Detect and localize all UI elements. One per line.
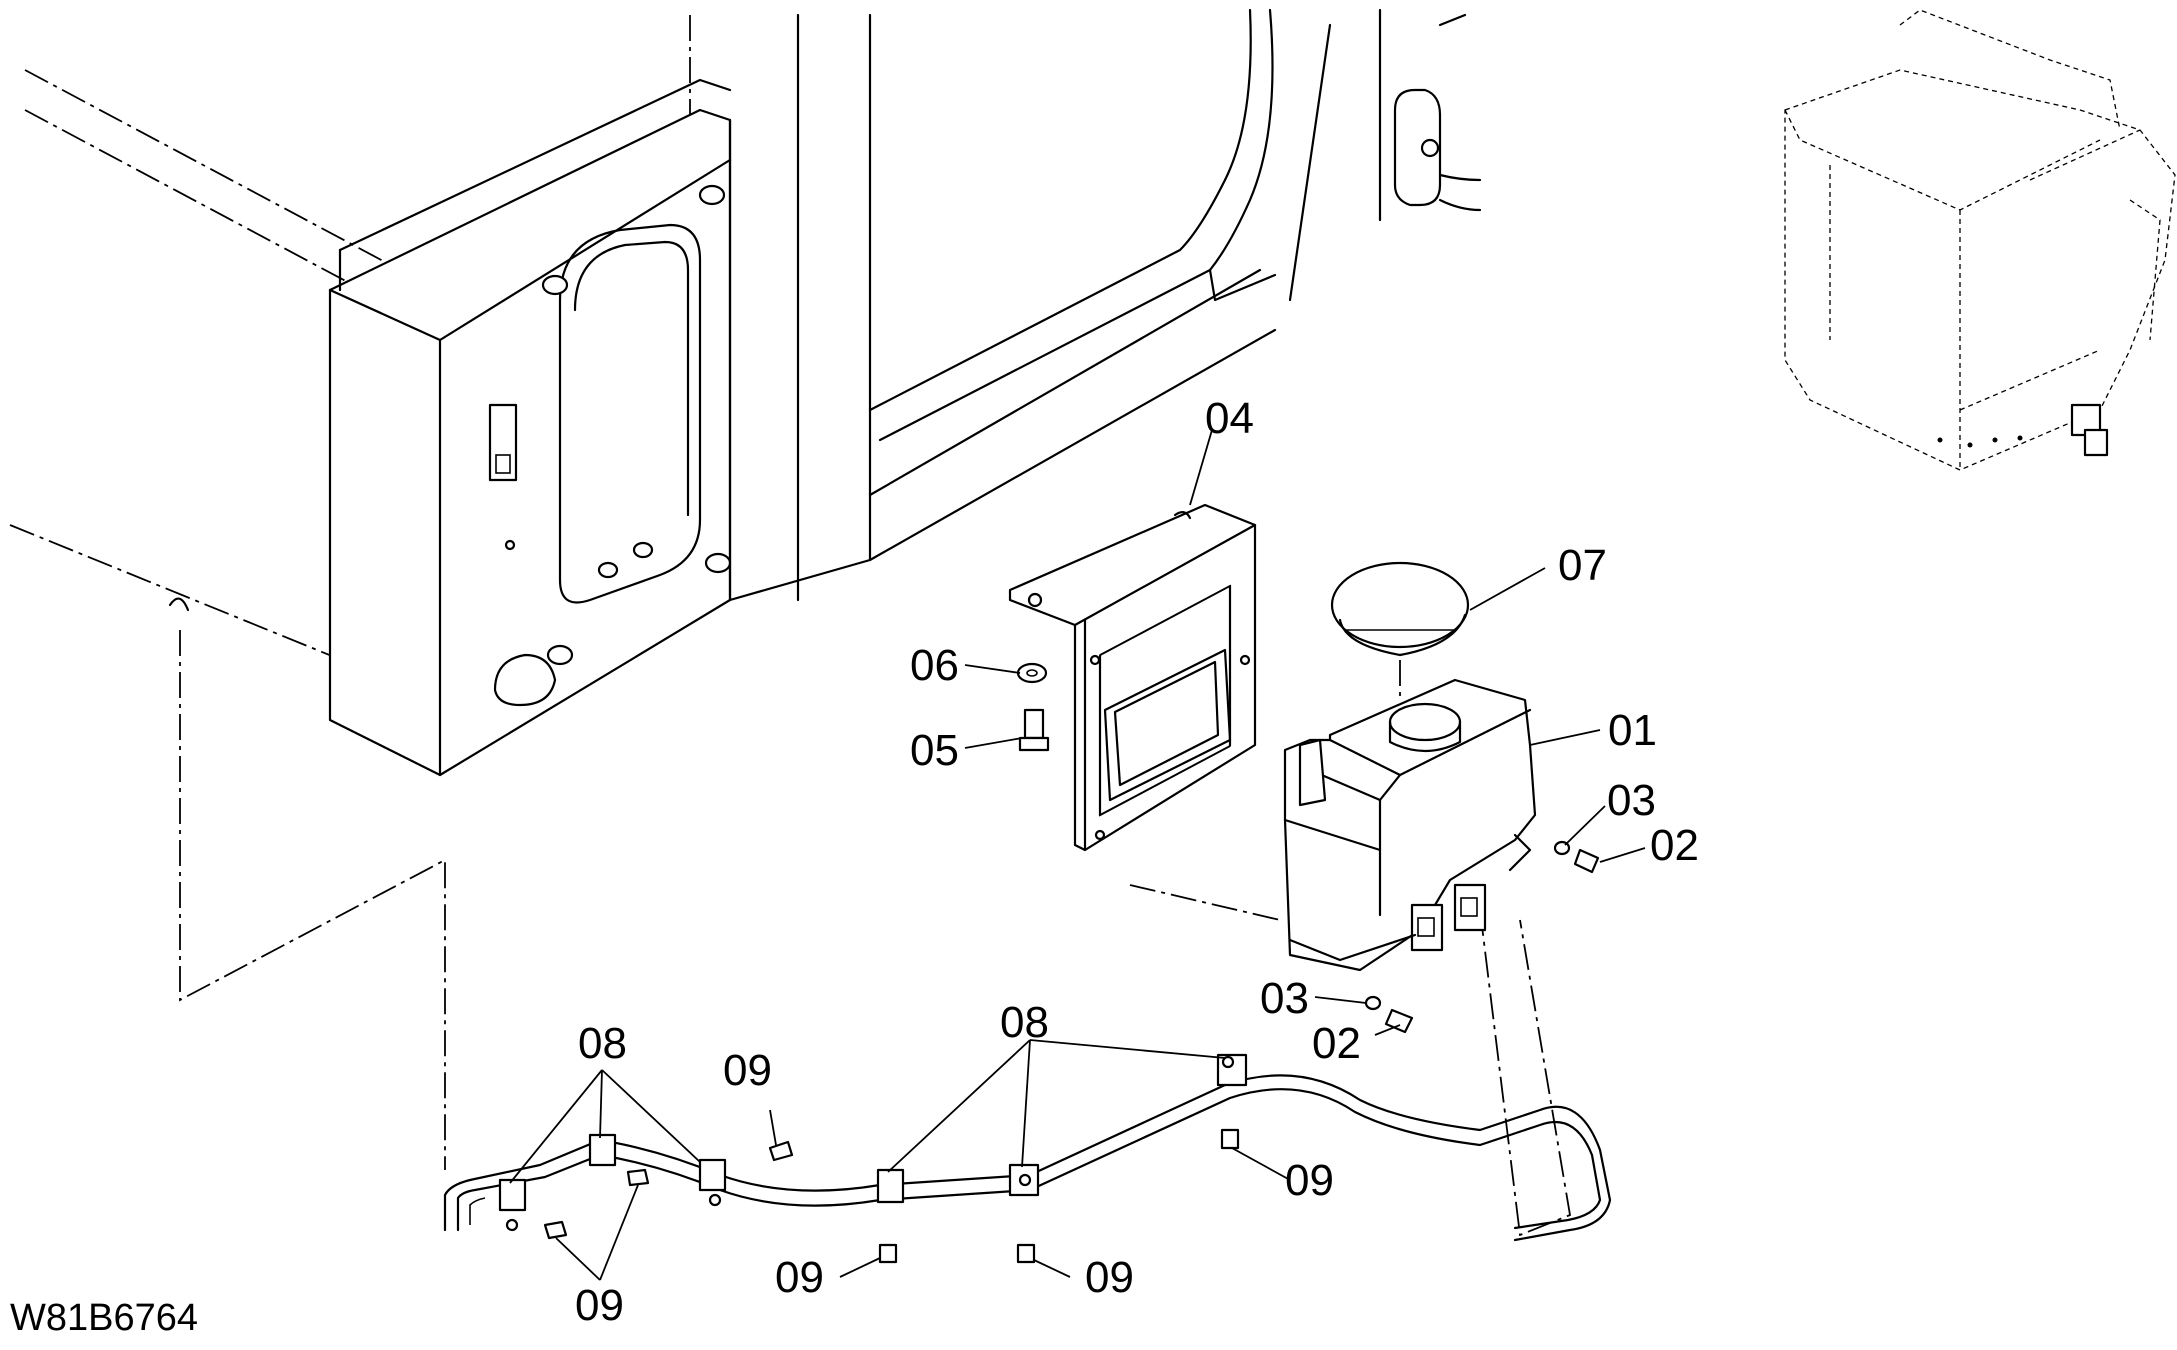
tank-cap xyxy=(1330,561,1470,657)
callout-07: 07 xyxy=(1558,541,1607,590)
callout-09-lower-left: 09 xyxy=(575,1281,624,1330)
callout-02-upper: 02 xyxy=(1650,821,1699,870)
cab-location-inset xyxy=(1784,9,2176,471)
callout-08-left: 08 xyxy=(578,1019,627,1068)
callout-04: 04 xyxy=(1205,394,1254,443)
cab-body xyxy=(9,8,1482,777)
drawing-code: W81B6764 xyxy=(10,1297,198,1339)
callout-09-lower-center: 09 xyxy=(775,1253,824,1302)
washer xyxy=(1016,662,1048,684)
callout-09-right: 09 xyxy=(1285,1156,1334,1205)
callout-03-lower: 03 xyxy=(1260,974,1309,1023)
callout-05: 05 xyxy=(910,726,959,775)
hose-bolts xyxy=(543,1128,1240,1264)
tank-location-marker xyxy=(1937,403,2109,457)
callout-labels: 04 07 01 03 02 06 05 03 02 08 08 09 09 0… xyxy=(10,394,1699,1339)
bolt-heads xyxy=(504,184,732,666)
callout-08-center: 08 xyxy=(1000,998,1049,1047)
mounting-bracket xyxy=(1008,503,1257,852)
callout-02-lower: 02 xyxy=(1312,1019,1361,1068)
callout-03-upper: 03 xyxy=(1607,776,1656,825)
screw-lower xyxy=(1364,995,1414,1034)
callout-06: 06 xyxy=(910,641,959,690)
screw-upper xyxy=(1553,840,1600,874)
washer-tank xyxy=(1283,678,1537,972)
bolt xyxy=(1018,708,1050,752)
callout-09-lower-right: 09 xyxy=(1085,1253,1134,1302)
callout-01: 01 xyxy=(1608,706,1657,755)
leader-lines xyxy=(509,429,1646,1281)
callout-09-upper: 09 xyxy=(723,1046,772,1095)
